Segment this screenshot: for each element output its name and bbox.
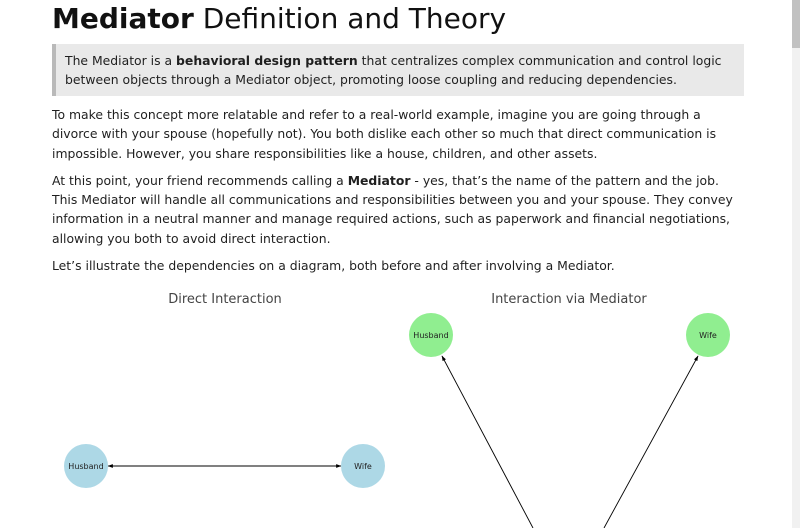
paragraph-diagram-intro: Let’s illustrate the dependencies on a d… (52, 258, 615, 274)
mediated-husband-node (409, 313, 453, 357)
mediated-wife-label: Wife (699, 331, 717, 340)
mediated-wife-node (686, 313, 730, 357)
paragraph-2-after: - yes, that’s the name of the pattern an… (52, 172, 733, 246)
callout-text-after: that centralizes complex communication a… (65, 53, 722, 87)
paragraph-mediator-role: At this point, your friend recommends ca… (52, 171, 744, 248)
vertical-scrollbar[interactable] (792, 0, 800, 528)
article: Mediator Definition and Theory The Media… (52, 0, 744, 275)
page-title-strong: Mediator (52, 2, 194, 35)
direct-husband-label: Husband (68, 462, 103, 471)
paragraph-2-strong: Mediator (347, 172, 411, 188)
direct-interaction-title: Direct Interaction (168, 292, 282, 307)
scrollbar-thumb[interactable] (792, 0, 800, 48)
diagram-svg: Direct Interaction Husband Wife Interact… (64, 292, 730, 528)
direct-wife-node (341, 444, 385, 488)
callout-text-before: The Mediator is a (65, 53, 177, 68)
page-title: Mediator Definition and Theory (52, 0, 744, 36)
mediator-interaction-title: Interaction via Mediator (491, 292, 647, 307)
dependency-diagram: Direct Interaction Husband Wife Interact… (0, 285, 792, 528)
definition-callout: The Mediator is a behavioral design patt… (52, 44, 744, 96)
mediator-to-wife-edge (603, 355, 699, 528)
page-title-rest: Definition and Theory (193, 2, 507, 35)
mediator-to-husband-edge (441, 355, 534, 528)
mediated-husband-label: Husband (413, 331, 448, 340)
paragraph-2-before: At this point, your friend recommends ca… (52, 172, 348, 188)
callout-text-strong: behavioral design pattern (176, 53, 358, 68)
direct-husband-node (64, 444, 108, 488)
direct-wife-label: Wife (354, 462, 372, 471)
paragraph-divorce-example: To make this concept more relatable and … (52, 107, 717, 161)
